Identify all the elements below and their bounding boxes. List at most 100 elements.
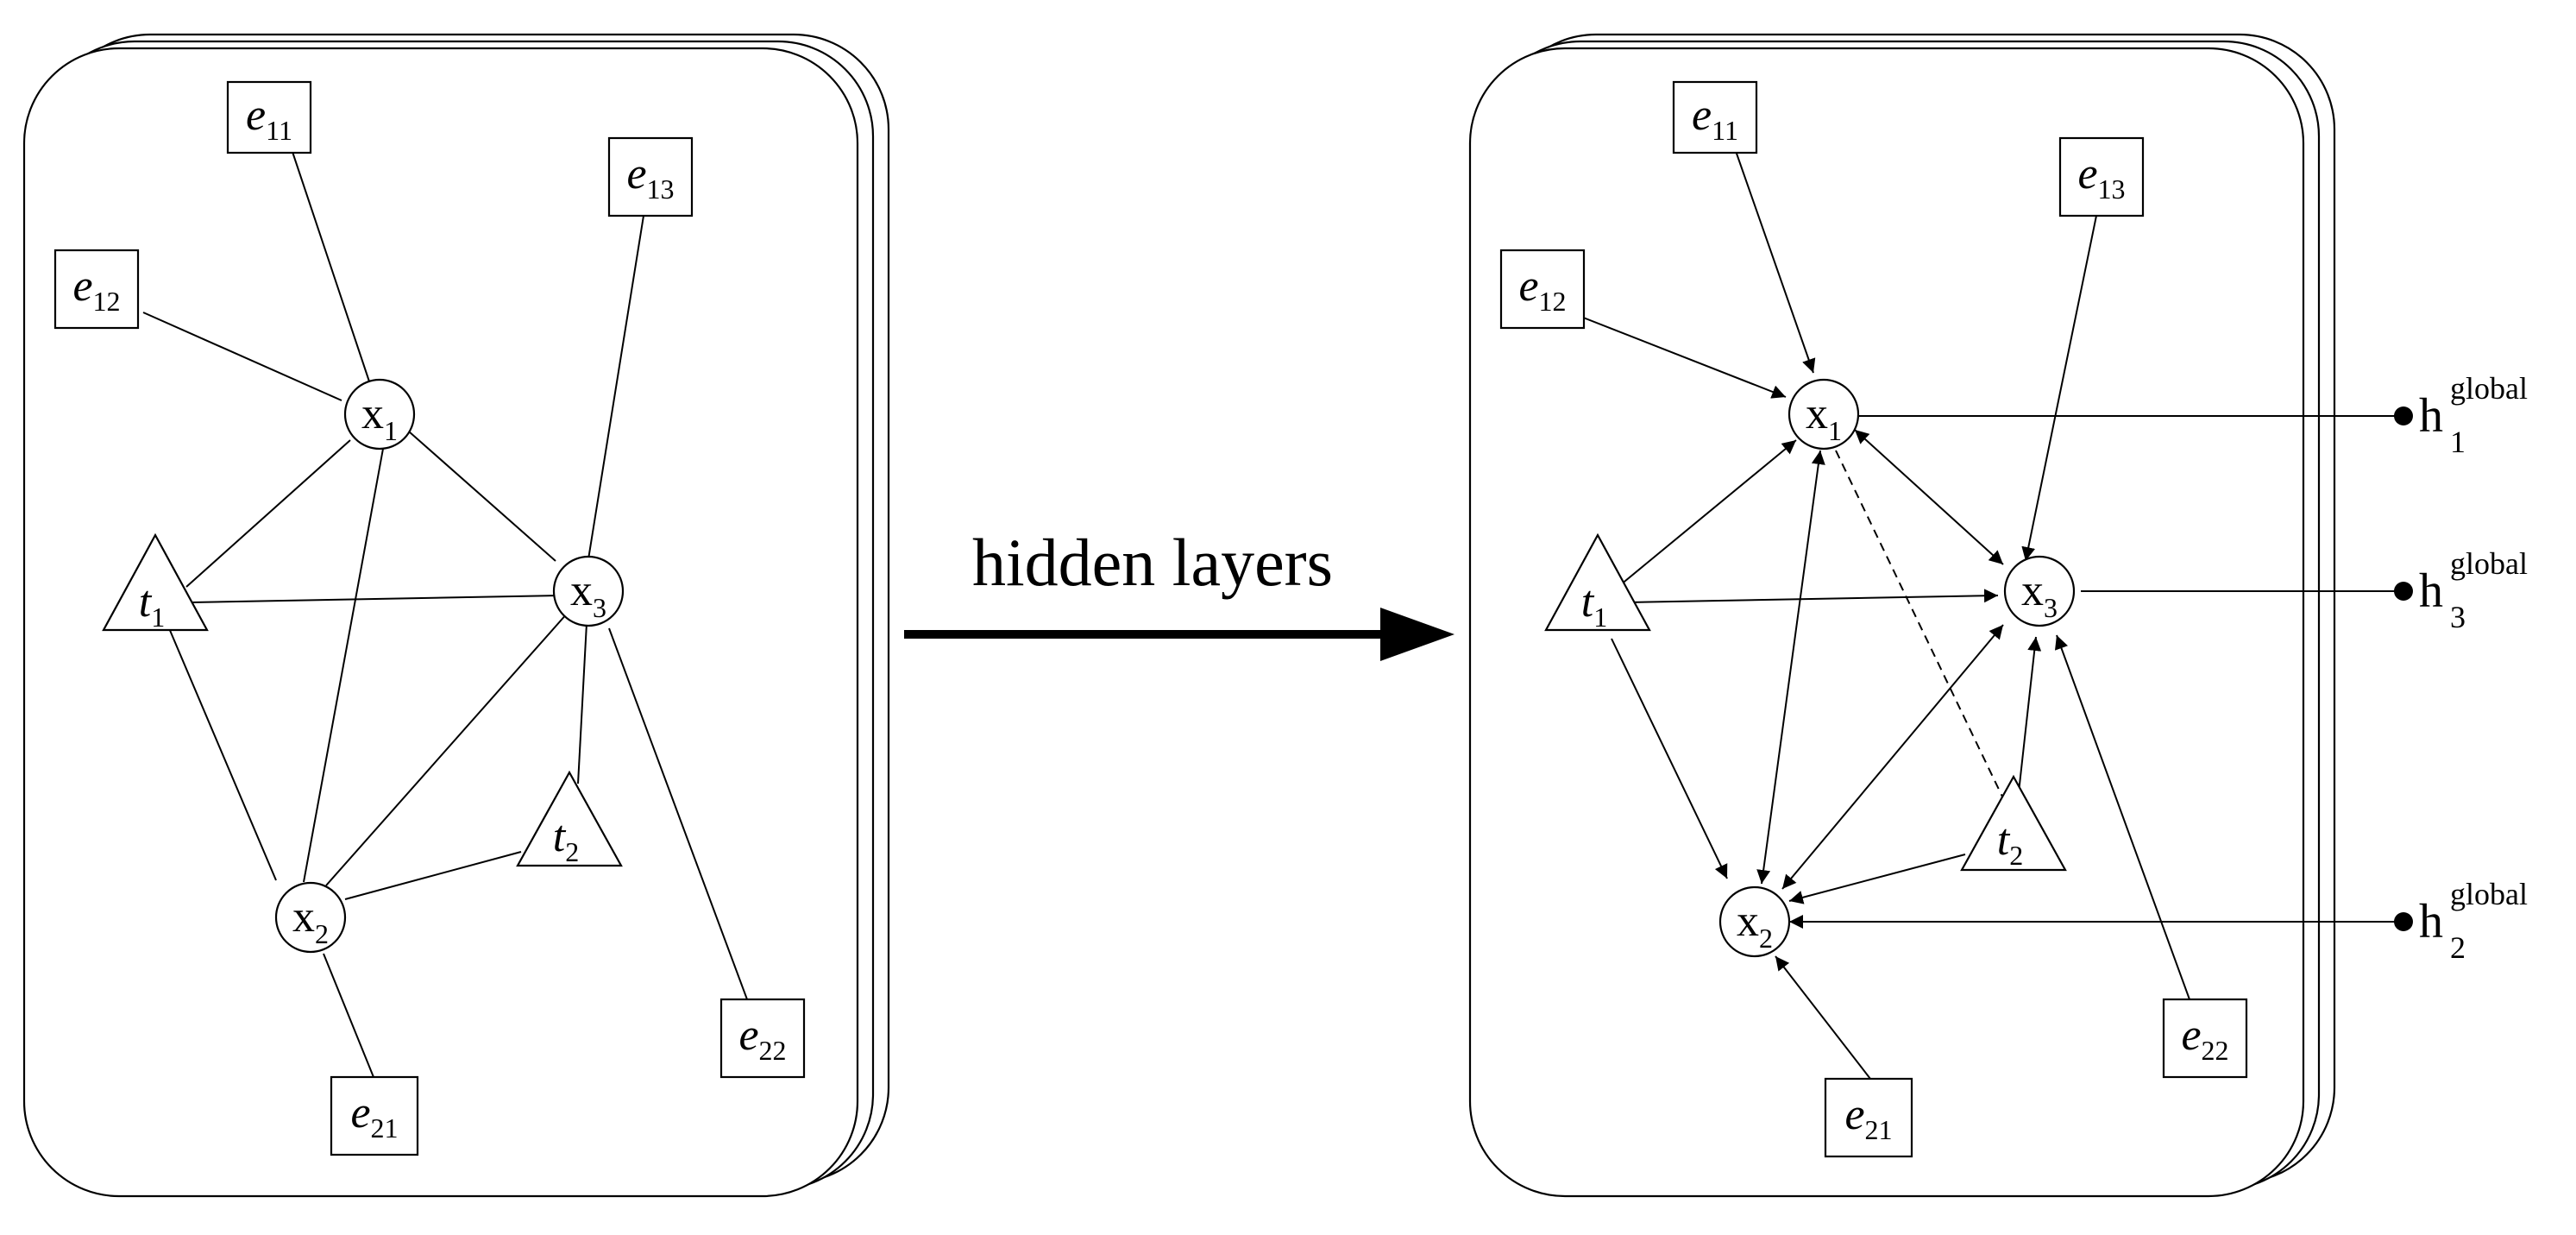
- svg-text:e12: e12: [1518, 261, 1566, 317]
- output-h1-global: hglobal 1: [2394, 371, 2528, 459]
- svg-text:x3: x3: [2021, 566, 2058, 623]
- mention-x1: x1: [343, 378, 416, 451]
- output-subscript: 3: [2450, 600, 2466, 634]
- svg-text:e22: e22: [2181, 1011, 2228, 1066]
- entity-label: e: [1844, 1090, 1864, 1139]
- trigger-label: t: [139, 577, 153, 627]
- trigger-t2: t2: [1960, 774, 2067, 872]
- directed-edges: [1569, 150, 2398, 1080]
- entity-label: e: [2077, 149, 2097, 198]
- entity-e13: e13: [2058, 136, 2145, 217]
- output-dot: [2394, 912, 2413, 931]
- svg-text:t1: t1: [1581, 577, 1607, 633]
- stack-frame-front: [22, 47, 859, 1198]
- trigger-t1: t1: [102, 532, 209, 633]
- mention-label: x: [2021, 566, 2044, 615]
- output-label: h: [2419, 389, 2443, 443]
- entity-e12: e12: [1499, 249, 1586, 330]
- stack-frame-front: [1468, 47, 2305, 1198]
- entity-subscript: 21: [1865, 1114, 1893, 1145]
- trigger-label: t: [1997, 816, 2011, 865]
- entity-label: e: [2181, 1011, 2201, 1060]
- right-panel: x1 x3 x2 t1 t2 e11 e12 e13: [1468, 33, 2528, 1198]
- output-subscript: 1: [2450, 425, 2466, 459]
- output-subscript: 2: [2450, 930, 2466, 965]
- entity-e22: e22: [2162, 998, 2248, 1079]
- entity-subscript: 21: [371, 1112, 399, 1144]
- mention-subscript: 1: [384, 415, 398, 446]
- output-superscript: global: [2450, 877, 2528, 911]
- output-superscript: global: [2450, 371, 2528, 406]
- mention-subscript: 3: [593, 592, 606, 623]
- svg-text:x3: x3: [570, 566, 606, 623]
- entity-subscript: 12: [1539, 286, 1567, 317]
- entity-label: e: [246, 91, 266, 140]
- mention-x2: x2: [274, 881, 347, 954]
- entity-subscript: 22: [759, 1035, 787, 1066]
- output-dot: [2394, 582, 2413, 601]
- svg-text:t2: t2: [1997, 816, 2023, 871]
- svg-text:e11: e11: [246, 91, 292, 146]
- trigger-subscript: 1: [1593, 602, 1607, 633]
- svg-text:x2: x2: [292, 892, 329, 949]
- trigger-t1: t1: [1544, 532, 1651, 633]
- output-label: h: [2419, 895, 2443, 948]
- entity-e21: e21: [1824, 1077, 1913, 1158]
- entity-subscript: 13: [2098, 173, 2126, 205]
- left-panel: x1 x3 x2 t1 t2 e11 e12 e13: [22, 33, 890, 1198]
- mention-x2: x2: [1718, 885, 1791, 958]
- trigger-t2: t2: [516, 770, 623, 867]
- output-h2-global: hglobal 2: [2394, 877, 2528, 965]
- entity-e21: e21: [330, 1075, 419, 1156]
- entity-e22: e22: [719, 998, 806, 1079]
- mention-x1: x1: [1787, 378, 1860, 451]
- entity-subscript: 11: [266, 115, 292, 146]
- svg-text:e12: e12: [72, 261, 120, 317]
- output-superscript: global: [2450, 546, 2528, 581]
- svg-text:e13: e13: [626, 149, 674, 205]
- trigger-label: t: [553, 812, 567, 861]
- entity-subscript: 12: [93, 286, 121, 317]
- output-dot: [2394, 406, 2413, 425]
- mention-subscript: 1: [1828, 415, 1842, 446]
- svg-text:e21: e21: [350, 1088, 398, 1144]
- arrow-label: hidden layers: [972, 525, 1333, 600]
- svg-text:t1: t1: [139, 577, 165, 633]
- mention-label: x: [1806, 389, 1828, 438]
- entity-label: e: [350, 1088, 370, 1137]
- svg-text:e21: e21: [1844, 1090, 1892, 1145]
- mention-subscript: 2: [315, 918, 329, 949]
- svg-text:t2: t2: [553, 812, 579, 867]
- entity-subscript: 22: [2202, 1035, 2229, 1066]
- entity-subscript: 11: [1712, 115, 1738, 146]
- mention-x3: x3: [552, 555, 625, 627]
- edges: [142, 146, 748, 1078]
- svg-text:x2: x2: [1737, 897, 1773, 954]
- trigger-subscript: 2: [2009, 840, 2023, 871]
- entity-label: e: [72, 261, 92, 311]
- svg-text:e13: e13: [2077, 149, 2125, 205]
- entity-label: e: [1518, 261, 1538, 311]
- entity-e11: e11: [226, 80, 312, 154]
- entity-e13: e13: [607, 136, 694, 217]
- entity-label: e: [738, 1011, 758, 1060]
- mention-subscript: 3: [2044, 592, 2058, 623]
- mention-label: x: [1737, 897, 1759, 946]
- mention-label: x: [570, 566, 593, 615]
- svg-text:e11: e11: [1692, 91, 1738, 146]
- trigger-subscript: 1: [151, 602, 165, 633]
- hidden-layers-arrow: hidden layers: [904, 525, 1454, 661]
- entity-e12: e12: [53, 249, 140, 330]
- svg-text:x1: x1: [1806, 389, 1842, 446]
- mention-label: x: [361, 389, 384, 438]
- entity-label: e: [1692, 91, 1712, 140]
- arrow-head: [1380, 608, 1454, 661]
- trigger-label: t: [1581, 577, 1595, 627]
- entity-subscript: 13: [647, 173, 675, 205]
- svg-text:e22: e22: [738, 1011, 786, 1066]
